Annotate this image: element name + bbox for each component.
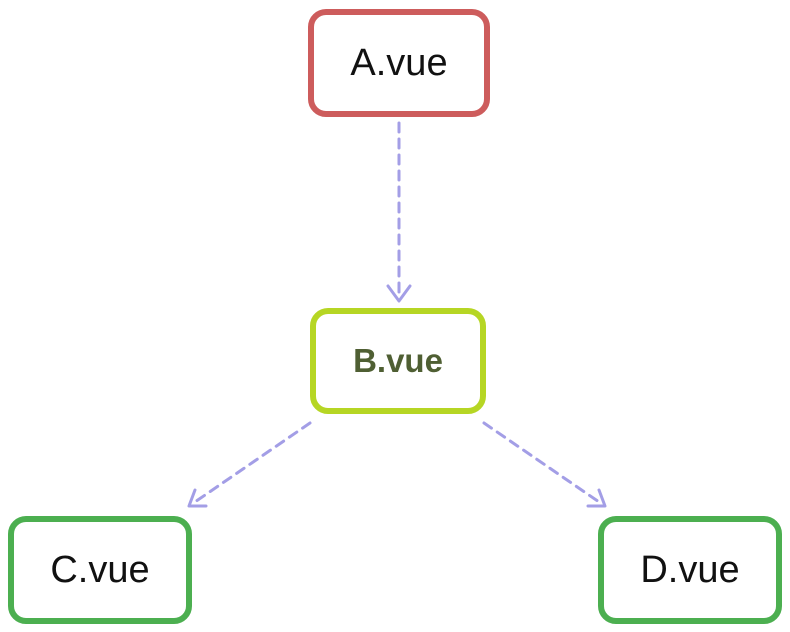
edge-b-to-c (187, 421, 312, 508)
node-b-vue: B.vue (310, 308, 486, 414)
edge-b-to-c-line (190, 421, 312, 506)
edge-b-to-c-arrowhead (187, 488, 208, 508)
edge-a-to-b-arrowhead (386, 284, 412, 303)
edge-b-to-d (482, 421, 607, 508)
node-d-label: D.vue (640, 548, 740, 591)
node-a-vue: A.vue (308, 9, 490, 117)
node-b-label: B.vue (353, 342, 443, 379)
node-d-vue: D.vue (598, 516, 782, 624)
node-c-label: C.vue (50, 548, 150, 591)
node-a-label: A.vue (350, 41, 448, 84)
edge-b-to-d-line (482, 421, 604, 506)
edge-b-to-d-arrowhead (586, 488, 607, 508)
edge-a-to-b (386, 121, 412, 303)
node-c-vue: C.vue (8, 516, 192, 624)
